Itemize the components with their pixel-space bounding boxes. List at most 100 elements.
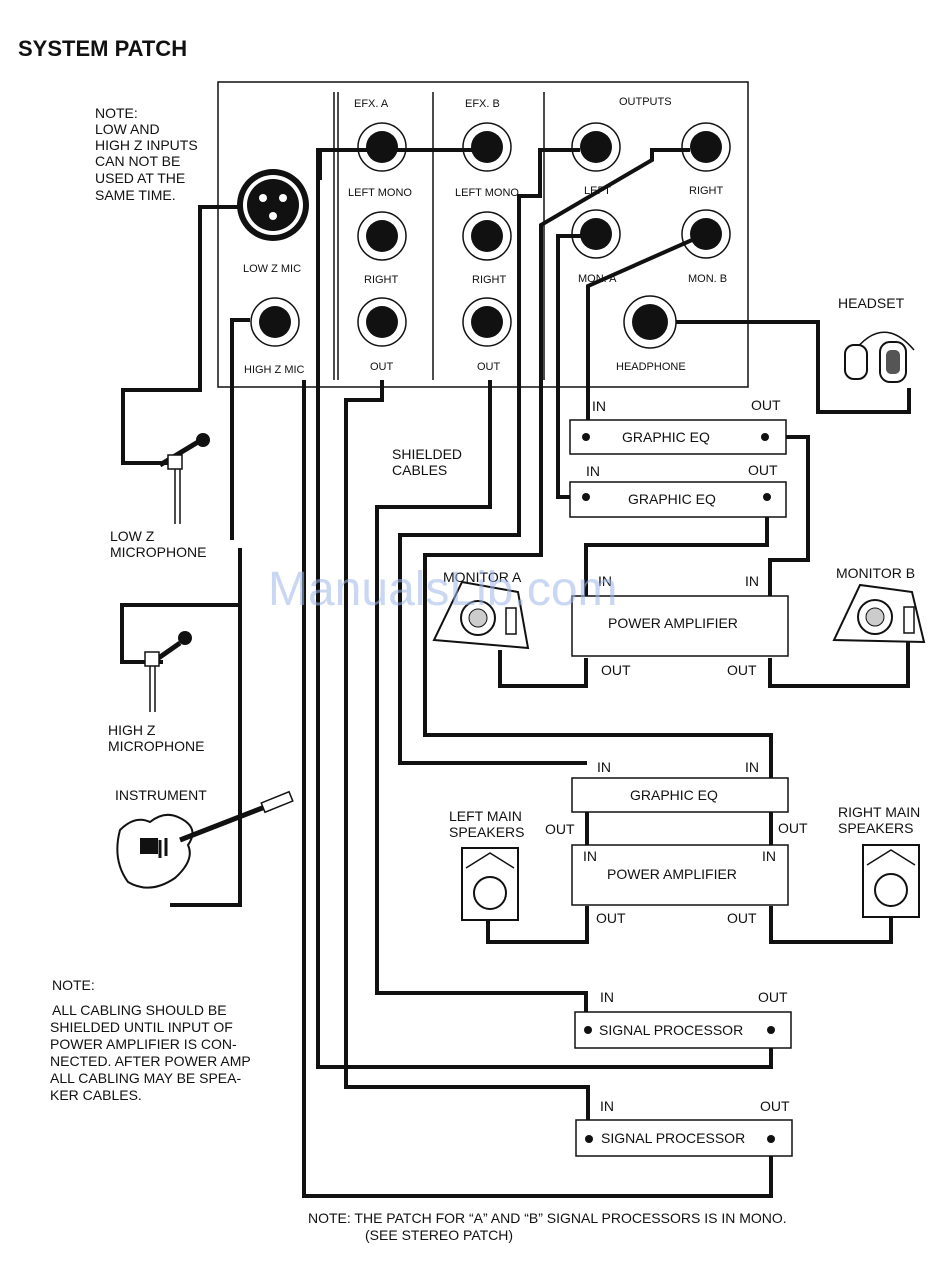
out-label: OUT [748,462,778,478]
efx-b-out-label: OUT [477,361,501,373]
note-top-line: SAME TIME. [95,187,176,203]
efx-a-left-mono-label: LEFT MONO [348,187,412,199]
low-z-microphone-icon [158,433,210,524]
high-z-microphone-label: MICROPHONE [108,738,204,754]
headset-icon [844,331,915,383]
headphone-label: HEADPHONE [616,361,686,373]
efx-b-label: EFX. B [465,98,500,110]
efx-b-out-jack [462,297,512,347]
low-z-mic-jack [237,169,309,241]
signal-processor-label: SIGNAL PROCESSOR [599,1022,743,1038]
left-main-speakers-label: SPEAKERS [449,824,524,840]
mon-b-jack [681,209,731,259]
in-label: IN [598,573,612,589]
in-label: IN [762,848,776,864]
watermark: ManualsLib.com [268,563,618,616]
in-label: IN [745,573,759,589]
note-top-line: USED AT THE [95,170,185,186]
note-cabling-line: KER CABLES. [50,1087,142,1103]
mon-b-label: MON. B [688,273,727,285]
monitor-a-speaker-icon [432,580,530,650]
out-label: OUT [545,821,575,837]
right-main-speakers-label: RIGHT MAIN [838,804,920,820]
high-z-mic-label: HIGH Z MIC [244,364,305,376]
footer-note: (SEE STEREO PATCH) [365,1227,513,1243]
efx-a-out-jack [357,297,407,347]
page-title: SYSTEM PATCH [18,36,187,61]
low-z-mic-label: LOW Z MIC [243,263,301,275]
guitar-icon [116,790,294,889]
note-cabling: NOTE: ALL CABLING SHOULD BE SHIELDED UNT… [50,977,251,1103]
out-label: OUT [727,910,757,926]
in-label: IN [592,398,606,414]
headset-label: HEADSET [838,295,905,311]
graphic-eq-label: GRAPHIC EQ [630,787,718,803]
efx-a-out-label: OUT [370,361,394,373]
note-cabling-line: ALL CABLING MAY BE SPEA- [50,1070,241,1086]
out-label: OUT [751,397,781,413]
in-label: IN [586,463,600,479]
right-main-speaker-icon [862,844,920,918]
out-label: OUT [758,989,788,1005]
high-z-microphone-icon [144,631,192,712]
note-top-line: CAN NOT BE [95,153,180,169]
note-cabling-line: NOTE: [52,977,95,993]
out-label: OUT [601,662,631,678]
low-z-microphone-label: LOW Z [110,528,155,544]
graphic-eq-mon-a: GRAPHIC EQ IN OUT [569,462,787,518]
signal-processor-b: SIGNAL PROCESSOR IN OUT [575,1098,793,1157]
in-label: IN [597,759,611,775]
high-z-microphone-label: HIGH Z [108,722,156,738]
efx-b-left-mono-label: LEFT MONO [455,187,519,199]
output-right-label: RIGHT [689,185,724,197]
outputs-label: OUTPUTS [619,96,672,108]
graphic-eq-label: GRAPHIC EQ [628,491,716,507]
out-label: OUT [727,662,757,678]
efx-a-right-jack [357,211,407,261]
monitor-b-label: MONITOR B [836,565,915,581]
shielded-cables-label: SHIELDED [392,446,462,462]
power-amplifier-main: POWER AMPLIFIER IN IN OUT OUT [571,844,789,926]
note-top: NOTE: LOW AND HIGH Z INPUTS CAN NOT BE U… [95,105,198,203]
output-right-jack [681,122,731,172]
graphic-eq-mon-b: GRAPHIC EQ IN OUT [569,397,787,455]
in-label: IN [583,848,597,864]
monitor-a-label: MONITOR A [443,569,522,585]
in-label: IN [745,759,759,775]
note-cabling-line: POWER AMPLIFIER IS CON- [50,1036,237,1052]
efx-a-right-label: RIGHT [364,274,399,286]
efx-a-left-mono-jack [357,122,407,172]
in-label: IN [600,989,614,1005]
power-amplifier-label: POWER AMPLIFIER [607,866,737,882]
power-amplifier-label: POWER AMPLIFIER [608,615,738,631]
efx-b-right-label: RIGHT [472,274,507,286]
low-z-microphone-label: MICROPHONE [110,544,206,560]
graphic-eq-label: GRAPHIC EQ [622,429,710,445]
signal-processor-a: SIGNAL PROCESSOR IN OUT [574,989,792,1049]
footer-note: NOTE: THE PATCH FOR “A” AND “B” SIGNAL P… [308,1210,787,1226]
note-top-line: LOW AND [95,121,160,137]
note-top-line: NOTE: [95,105,138,121]
out-label: OUT [596,910,626,926]
monitor-b-speaker-icon [832,583,926,644]
note-cabling-line: SHIELDED UNTIL INPUT OF [50,1019,233,1035]
signal-processor-label: SIGNAL PROCESSOR [601,1130,745,1146]
efx-b-right-jack [462,211,512,261]
out-label: OUT [778,820,808,836]
power-amplifier-monitors: POWER AMPLIFIER IN IN OUT OUT [571,573,789,678]
output-left-jack [571,122,621,172]
note-top-line: HIGH Z INPUTS [95,137,198,153]
graphic-eq-main: GRAPHIC EQ IN IN OUT OUT [545,759,808,837]
left-main-speakers-label: LEFT MAIN [449,808,522,824]
shielded-cables-label: CABLES [392,462,447,478]
note-cabling-line: ALL CABLING SHOULD BE [52,1002,227,1018]
right-main-speakers-label: SPEAKERS [838,820,913,836]
efx-b-left-mono-jack [462,122,512,172]
note-cabling-line: NECTED. AFTER POWER AMP [50,1053,251,1069]
mixer-rear-panel: EFX. A EFX. B OUTPUTS LOW Z MIC HIGH Z M… [217,81,749,388]
high-z-mic-jack [250,297,300,347]
left-main-speaker-icon [461,847,519,921]
efx-a-label: EFX. A [354,98,389,110]
out-label: OUT [760,1098,790,1114]
